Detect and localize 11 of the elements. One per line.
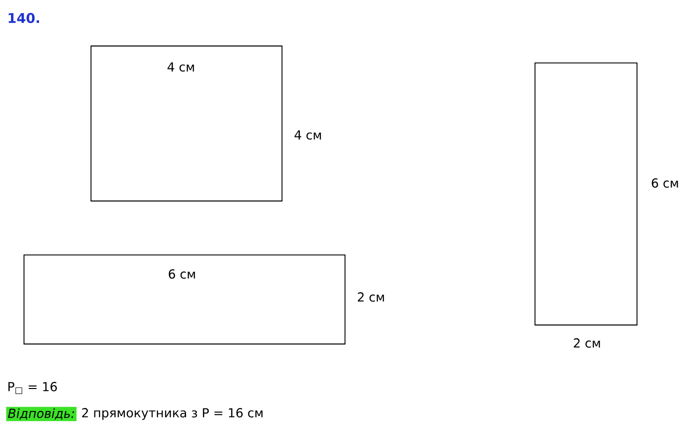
rectangle: 4 см [90,46,282,202]
rectangle: 6 см [24,254,346,344]
answer-text: 2 прямокутника з Р = 16 см [82,408,262,420]
dimension-label: 2 см [574,338,600,348]
dimension-label: 6 см [652,178,678,188]
dimension-label: 4 см [294,130,321,140]
perimeter-note: P$_{□}$ = 16 [8,382,57,394]
exercise-number: 140. [8,12,40,24]
answer-label: Відповідь: [6,406,77,422]
dimension-label: 2 см [358,292,384,302]
rectangle [534,62,638,326]
